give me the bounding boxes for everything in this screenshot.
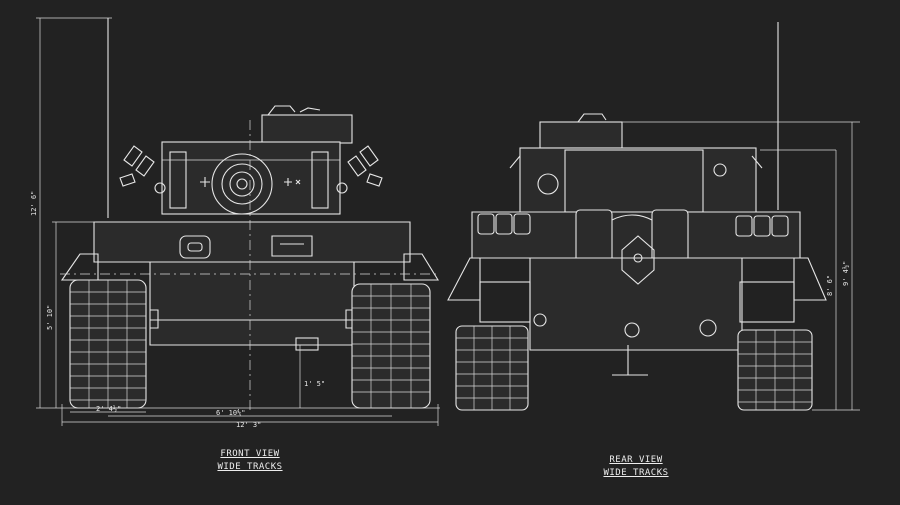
- front-cupola-hatch: [267, 105, 321, 116]
- rear-dimension-lines: [622, 121, 860, 411]
- front-view-caption: FRONT VIEW WIDE TRACKS: [200, 448, 300, 474]
- rear-cupola: [539, 121, 623, 149]
- front-lower-hull: [149, 261, 355, 346]
- rear-dim-hull-height: 8' 6": [826, 275, 834, 296]
- front-dim-ground-clearance: 1' 5": [304, 380, 325, 388]
- front-gun-muzzle: [229, 171, 255, 197]
- rear-track-left: [455, 325, 529, 411]
- rear-track-right: [737, 329, 813, 411]
- front-hull-glacis: [93, 221, 411, 263]
- rear-escape-hatch: [537, 173, 559, 195]
- front-smoke-dischargers: [119, 145, 383, 194]
- rear-tow-hitch: [624, 322, 640, 338]
- rear-air-cleaners: [477, 213, 789, 237]
- front-cupola: [261, 114, 353, 144]
- rear-access-plate: [621, 235, 655, 285]
- rear-view-subtitle: WIDE TRACKS: [603, 468, 669, 478]
- front-view-subtitle: WIDE TRACKS: [217, 462, 283, 472]
- front-mantlet: [211, 153, 273, 215]
- front-dimension-lines: [36, 17, 440, 426]
- rear-view-title: REAR VIEW: [609, 455, 663, 465]
- front-dim-track-width: 2' 4½": [96, 405, 121, 413]
- front-view-drawing: 12' 6" 5' 10" 2' 4½" 6' 10⅘" 12' 3" 1' 5…: [30, 17, 440, 429]
- front-track-right: [351, 283, 431, 409]
- front-view-title: FRONT VIEW: [220, 449, 280, 459]
- front-dim-hull-height: 5' 10": [46, 305, 54, 330]
- front-driver-visor: [179, 235, 211, 259]
- rear-stowage-box-right: [739, 281, 795, 323]
- front-mg-ball: [271, 235, 313, 257]
- front-dim-overall-width: 12' 3": [236, 421, 261, 429]
- rear-engine-deck: [564, 149, 704, 213]
- front-dim-overall-height: 12' 6": [30, 191, 38, 216]
- rear-dim-overall-height: 9' 4½": [842, 261, 850, 286]
- rear-view-caption: REAR VIEW WIDE TRACKS: [586, 454, 686, 480]
- rear-view-drawing: 9' 4½" 8' 6": [447, 22, 860, 411]
- front-turret: [161, 141, 341, 215]
- rear-stowage-box-left: [479, 281, 531, 323]
- front-dim-track-center: 6' 10⅘": [216, 408, 246, 417]
- front-track-left: [69, 279, 147, 409]
